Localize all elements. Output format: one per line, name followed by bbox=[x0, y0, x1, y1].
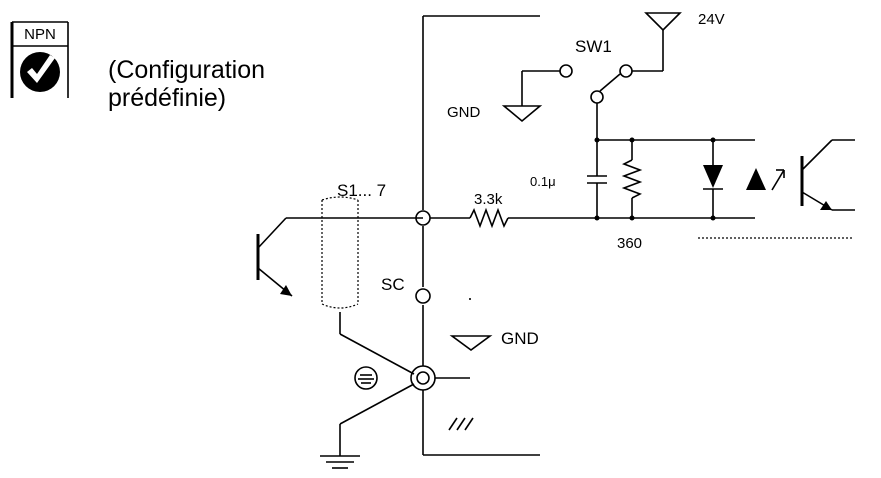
opto-input-network bbox=[594, 137, 755, 221]
label-24v: 24V bbox=[698, 11, 725, 28]
caption-line-2: prédéfinie) bbox=[108, 84, 227, 112]
configuration-caption: (Configuration prédéfinie) bbox=[108, 56, 265, 112]
diode-icon bbox=[703, 140, 723, 218]
label-sc: SC bbox=[381, 275, 405, 294]
resistor-360: 360 bbox=[617, 140, 643, 252]
npn-badge-label: NPN bbox=[24, 26, 56, 43]
supply-24v-icon: 24V bbox=[644, 11, 725, 32]
terminal-sc: SC bbox=[381, 275, 431, 304]
capacitor-0-1u: 0.1μ bbox=[530, 140, 607, 218]
shielded-cable bbox=[321, 196, 415, 375]
npn-badge: NPN bbox=[10, 20, 70, 100]
label-cap: 0.1μ bbox=[530, 174, 556, 189]
caption-line-1: (Configuration bbox=[108, 56, 266, 84]
label-s1-7: S1... 7 bbox=[337, 181, 386, 200]
label-res-360: 360 bbox=[617, 235, 642, 252]
npn-transistor-icon bbox=[256, 217, 423, 297]
shield-terminal bbox=[410, 365, 470, 391]
gnd-symbol-mid: GND bbox=[449, 329, 539, 351]
label-sw1: SW1 bbox=[575, 37, 612, 56]
phototransistor-icon bbox=[800, 139, 855, 211]
sw1-switch: SW1 bbox=[521, 30, 664, 140]
label-gnd-top: GND bbox=[447, 104, 481, 121]
frame-ground-icon bbox=[448, 417, 474, 431]
resistor-3-3k: 3.3k bbox=[430, 191, 598, 229]
light-arrow-icon bbox=[746, 168, 785, 191]
checkmark-icon bbox=[20, 52, 60, 92]
main-bus-wire bbox=[422, 15, 540, 456]
label-res-3-3k: 3.3k bbox=[474, 191, 503, 208]
shield-ground-icon bbox=[354, 366, 378, 390]
earth-ground-icon bbox=[320, 383, 415, 469]
label-gnd-mid: GND bbox=[501, 329, 539, 348]
gnd-symbol-top: GND bbox=[447, 104, 543, 123]
